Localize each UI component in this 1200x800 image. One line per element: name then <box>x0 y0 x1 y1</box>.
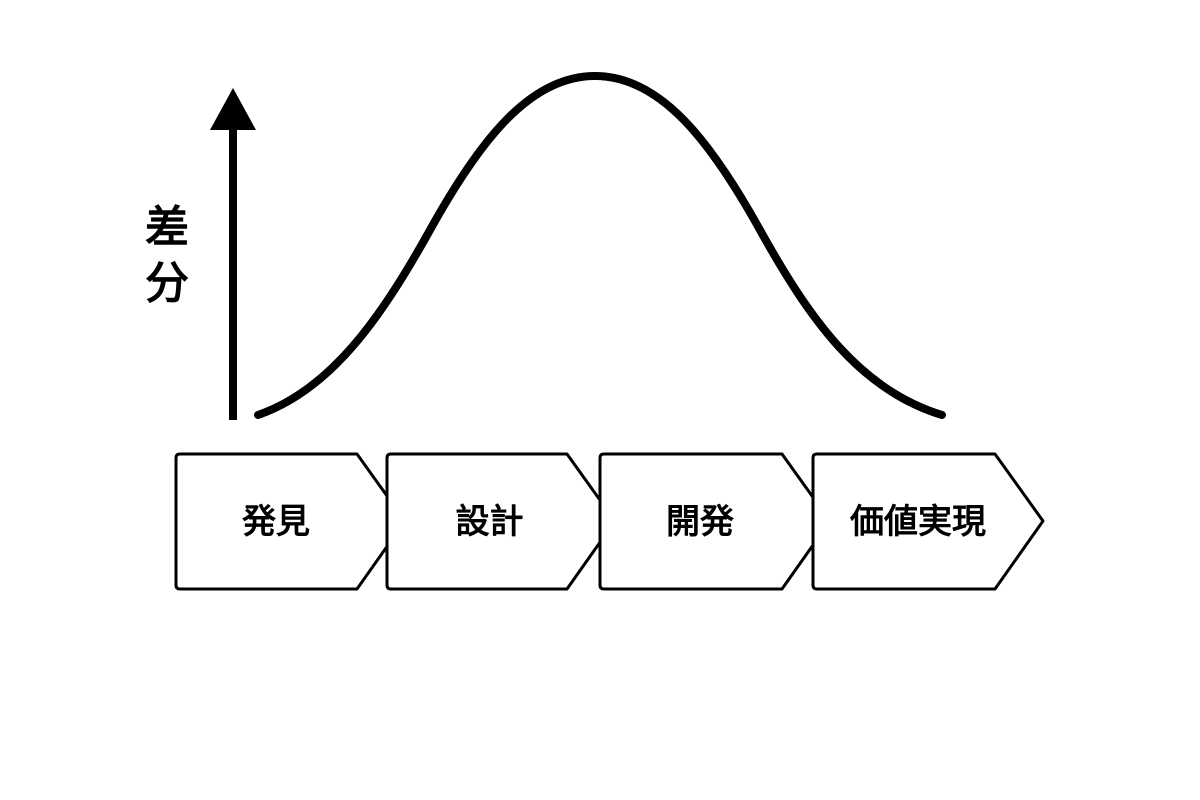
y-axis-arrow-head-icon <box>210 88 256 130</box>
stage-label-value-realization: 価値実現 <box>850 502 986 542</box>
bell-curve <box>254 71 946 419</box>
stage-chevron-3 <box>598 452 832 591</box>
stage-label-design: 設計 <box>455 502 524 542</box>
stage-chevron-4 <box>811 452 1045 591</box>
stage-chevron-1 <box>174 452 407 591</box>
stage-label-development: 開発 <box>666 502 734 542</box>
stage-label-discovery: 発見 <box>242 502 310 542</box>
y-axis-label-line1: 差 <box>145 202 189 253</box>
y-axis-label: 差 分 <box>132 200 202 312</box>
y-axis-label-line2: 分 <box>145 258 189 309</box>
stage-chevron-2 <box>385 452 617 591</box>
